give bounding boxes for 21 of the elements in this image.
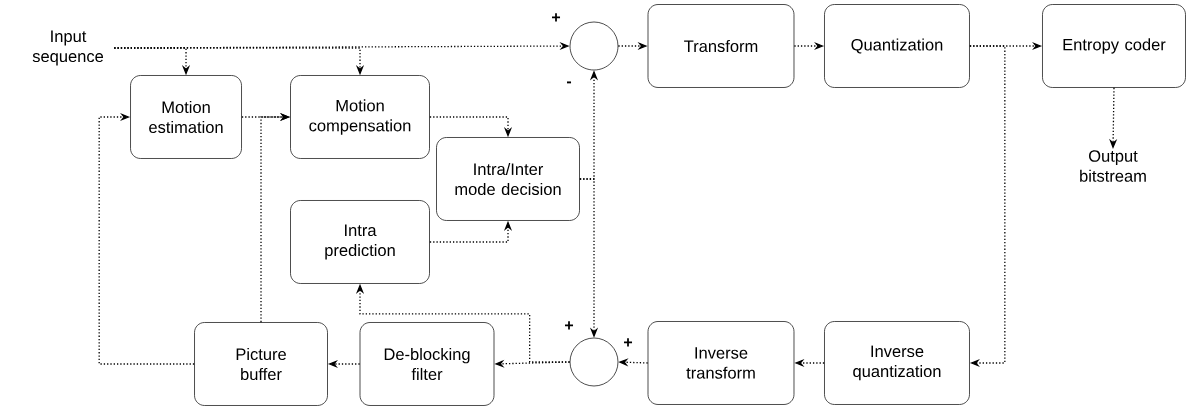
- process-box: De-blocking filter: [359, 322, 495, 406]
- process-box: Transform: [647, 4, 795, 88]
- sign-label: -: [566, 81, 572, 84]
- sign-label: +: [565, 321, 573, 330]
- sign-label: +: [624, 338, 632, 347]
- summing-circle: [569, 21, 619, 71]
- arrow: [98, 112, 195, 365]
- process-box: Intra prediction: [290, 200, 430, 284]
- sign-label: +: [552, 13, 560, 22]
- process-box: Picture buffer: [194, 322, 328, 406]
- arrow: [969, 45, 1006, 368]
- summing-circle: [569, 337, 619, 387]
- text-label: Input sequence: [32, 30, 104, 66]
- process-box: Entropy coder: [1042, 4, 1186, 88]
- process-box: Intra/Inter mode decision: [436, 137, 580, 221]
- process-box: Motion compensation: [290, 75, 430, 159]
- process-box: Quantization: [824, 4, 970, 88]
- process-box: Inverse transform: [647, 321, 795, 405]
- process-box: Motion estimation: [130, 75, 242, 159]
- text-label: Output bitstream: [1080, 150, 1146, 182]
- process-box: Inverse quantization: [824, 321, 970, 405]
